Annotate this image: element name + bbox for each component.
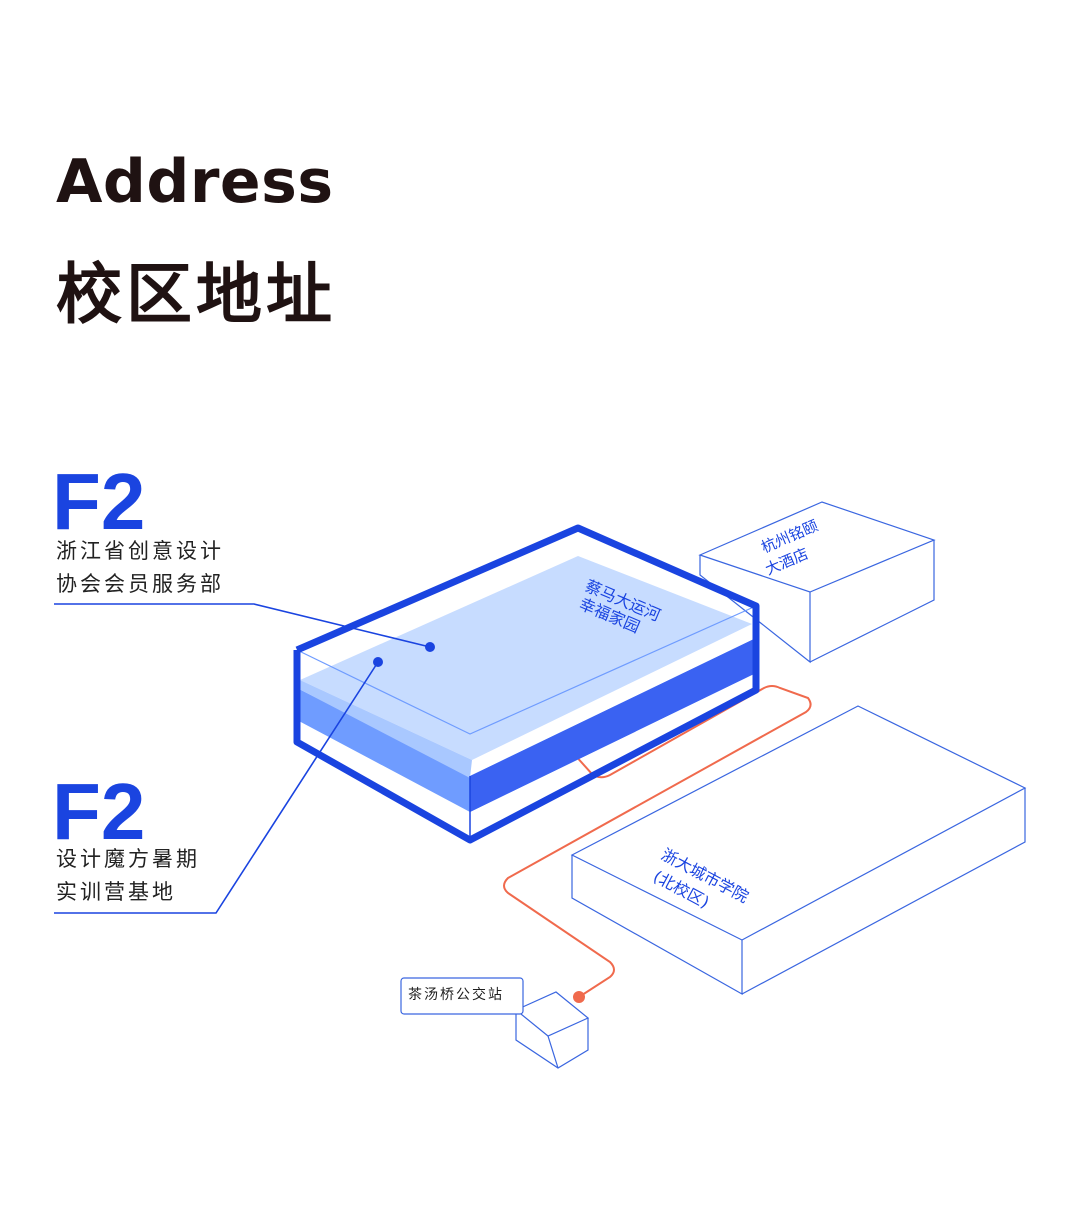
callout-1-line-1: 浙江省创意设计 [56, 539, 224, 563]
callout-2-leader [54, 661, 379, 914]
college-building [570, 705, 1027, 996]
callout-1-dot [425, 642, 435, 652]
bus-stop-box [514, 991, 590, 1069]
bus-stop-label-box [400, 977, 524, 1015]
callout-2-floor: F2 [52, 767, 146, 856]
callout-1-floor: F2 [52, 457, 146, 546]
page-title-cn: 校区地址 [56, 256, 336, 333]
bus-stop-name: 茶汤桥公交站 [408, 986, 504, 1003]
callout-2-line-2: 实训营基地 [56, 880, 176, 904]
callout-1-line-2: 协会会员服务部 [56, 572, 224, 596]
callout-2-dot [373, 657, 383, 667]
callout-2-description: 设计魔方暑期 实训营基地 [56, 843, 200, 909]
main-building [293, 524, 760, 844]
callout-1-description: 浙江省创意设计 协会会员服务部 [56, 535, 224, 601]
page-title-en: Address [56, 147, 334, 217]
callout-1-leader [54, 603, 431, 648]
route-start-dot [573, 991, 585, 1003]
callout-2-line-1: 设计魔方暑期 [56, 847, 200, 871]
route-path [503, 685, 812, 998]
